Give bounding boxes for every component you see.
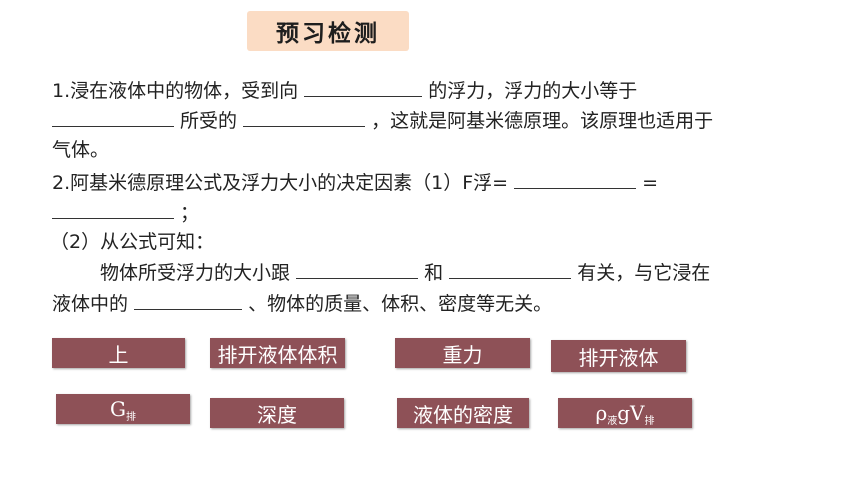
q1-text-1: 1.浸在液体中的物体，受到向 [52,80,299,102]
blank-formula-2[interactable] [52,200,174,219]
q2-text-7: 液体中的 [52,293,129,315]
q1-line-1: 1.浸在液体中的物体，受到向 的浮力，浮力的大小等于 [52,78,637,103]
q2-line-2: ； [52,200,199,225]
q1-text-2: 的浮力，浮力的大小等于 [428,80,638,102]
q2-line-4: 液体中的 、物体的质量、体积、密度等无关。 [52,291,552,316]
q2-text-3: ； [180,202,200,224]
blank-object[interactable] [52,108,174,127]
blank-force[interactable] [243,108,366,127]
q2-text-4: 物体所受浮力的大小跟 [100,262,291,284]
answer-displaced-volume[interactable]: 排开液体体积 [210,338,345,368]
q2-text-8: 、物体的质量、体积、密度等无关。 [248,293,553,315]
q1-line-2: 所受的 ，这就是阿基米德原理。该原理也适用于 [52,108,713,133]
q1-text-5: 气体。 [52,139,110,161]
answer-gravity[interactable]: 重力 [395,338,530,368]
answer-displaced-liquid[interactable]: 排开液体 [551,340,686,372]
q1-text-4: ，这就是阿基米德原理。该原理也适用于 [371,110,714,132]
q2-text-6: 有关，与它浸在 [577,262,711,284]
answer-formula-gv: gV [617,401,645,425]
page-title: 预习检测 [247,11,409,51]
blank-formula-1[interactable] [514,170,637,189]
answer-g-sub: 排 [125,411,136,423]
answer-depth[interactable]: 深度 [210,398,344,428]
q2-line-3: 物体所受浮力的大小跟 和 有关，与它浸在 [100,260,710,285]
answer-formula-liq: 液 [607,415,618,427]
answer-formula-rho: ρ [595,401,608,425]
q1-text-3: 所受的 [180,110,238,132]
answer-formula-pai: 排 [644,415,655,427]
q2-subtitle: （2）从公式可知： [50,231,215,253]
blank-factor-2[interactable] [449,260,572,279]
q2-text-2: = [642,172,659,194]
answer-g-main: G [110,397,126,421]
blank-direction[interactable] [304,78,423,97]
answer-liquid-density[interactable]: 液体的密度 [397,398,529,428]
q2-text-5: 和 [424,262,444,284]
answer-up[interactable]: 上 [52,338,185,368]
blank-irrelevant[interactable] [134,291,243,310]
q2-line-1: 2.阿基米德原理公式及浮力大小的决定因素（1）F浮= = [52,170,658,195]
blank-factor-1[interactable] [296,260,419,279]
q2-text-1: 2.阿基米德原理公式及浮力大小的决定因素（1）F浮= [52,172,509,194]
q1-line-3: 气体。 [52,138,109,162]
